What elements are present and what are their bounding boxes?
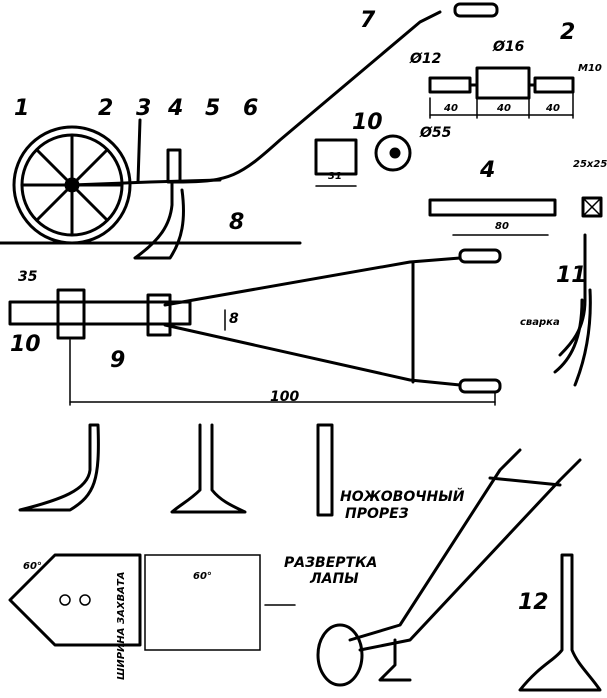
perspective-wheel <box>316 623 364 687</box>
plough-shank <box>133 180 185 260</box>
bushing-front <box>374 134 412 172</box>
handle-grip <box>453 2 499 18</box>
share-variant-2 <box>170 423 247 514</box>
bushing-hole <box>389 147 401 159</box>
detail-axle <box>428 66 575 119</box>
share-12 <box>518 553 602 692</box>
assembled-plough <box>316 448 582 687</box>
plate-body <box>428 198 557 217</box>
axle-right-segment <box>533 76 575 94</box>
axle-center-segment <box>475 66 531 100</box>
plan-handle-lower <box>163 323 462 387</box>
detail-share-12 <box>518 553 602 692</box>
perspective-share <box>378 638 412 682</box>
dim-angle-60: 60° <box>23 561 42 572</box>
share-variant-1 <box>18 423 100 512</box>
label-part-10-detail: 10 <box>352 110 383 135</box>
label-part-11: 11 <box>556 263 587 288</box>
label-part-9: 9 <box>110 348 126 373</box>
label-part-2: 2 <box>98 96 114 121</box>
frame-strut <box>136 118 142 184</box>
dim-dia-12: Ø12 <box>410 51 442 67</box>
share-unfold <box>8 553 296 651</box>
wheel-rim <box>12 125 132 245</box>
detail-plate <box>428 196 603 236</box>
plan-grip-lower <box>458 378 502 394</box>
note-unfold-2: ЛАПЫ <box>310 571 359 587</box>
square-section <box>581 196 603 218</box>
detail-tines <box>553 233 592 387</box>
side-view-plough <box>0 2 499 260</box>
dim-35: 35 <box>18 269 38 285</box>
plan-view <box>8 248 502 406</box>
share-variants <box>18 423 334 517</box>
dim-40-b: 40 <box>497 103 511 114</box>
plan-bushing <box>56 288 86 340</box>
perspective-handle-1 <box>348 448 522 642</box>
label-part-7: 7 <box>360 8 376 33</box>
label-part-4-detail: 4 <box>480 158 496 183</box>
plan-grip-upper <box>458 248 502 264</box>
unfold-left <box>8 553 142 647</box>
dim-m10: M10 <box>578 63 602 74</box>
plan-axle <box>8 300 192 326</box>
label-part-4: 4 <box>168 96 184 121</box>
unfold-right <box>144 554 261 651</box>
label-part-1: 1 <box>14 96 30 121</box>
dim-dia-55: Ø55 <box>420 125 452 141</box>
note-weld: сварка <box>520 317 560 328</box>
dim-40-a: 40 <box>444 103 458 114</box>
plan-handle-upper <box>163 256 462 307</box>
label-part-10: 10 <box>10 332 41 357</box>
dim-31: 31 <box>328 171 342 182</box>
share-variant-3 <box>316 423 334 517</box>
dim-80: 80 <box>495 221 509 232</box>
note-grip-width: ШИРИНА ЗАХВАТА <box>116 571 127 681</box>
label-part-8: 8 <box>229 210 245 235</box>
plan-clamp <box>146 293 172 337</box>
label-part-3: 3 <box>136 96 152 121</box>
detail-bushing <box>314 134 412 187</box>
note-saw-cut-2: ПРОРЕЗ <box>345 506 409 522</box>
dim-100: 100 <box>270 389 300 405</box>
dim-25x25: 25x25 <box>573 159 607 170</box>
perspective-crossbar <box>488 476 562 487</box>
dim-angle-60b: 60° <box>193 571 212 582</box>
note-saw-cut-1: НОЖОВОЧНЫЙ <box>340 489 465 505</box>
label-part-5: 5 <box>205 96 221 121</box>
dim-dia-16: Ø16 <box>493 39 525 55</box>
dim-8: 8 <box>229 311 239 327</box>
label-part-12: 12 <box>518 590 549 615</box>
axle-left-segment <box>428 76 472 94</box>
note-unfold-1: РАЗВЕРТКА <box>284 555 378 571</box>
label-part-2-detail: 2 <box>560 20 576 45</box>
dim-40-c: 40 <box>546 103 560 114</box>
bushing-side <box>314 138 358 176</box>
perspective-handle-2 <box>358 458 582 652</box>
handle-bar <box>176 10 442 184</box>
clamp-post <box>166 148 182 184</box>
label-part-6: 6 <box>243 96 259 121</box>
